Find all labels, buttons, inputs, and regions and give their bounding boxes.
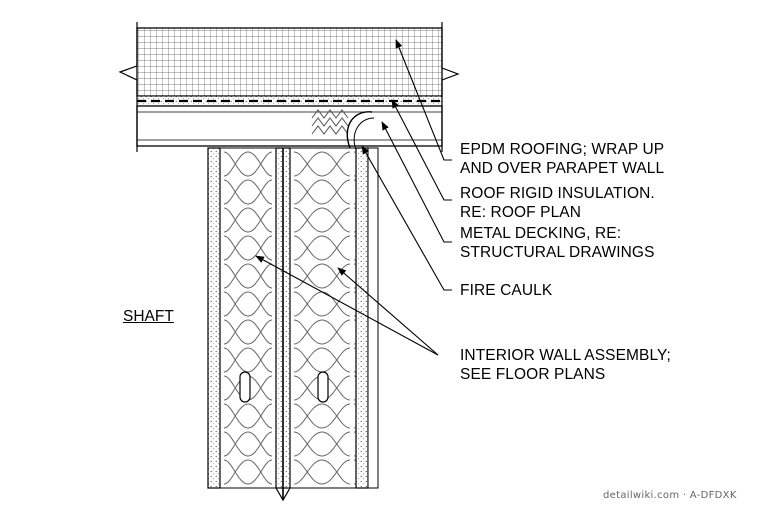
callout-epdm: EPDM ROOFING; WRAP UP AND OVER PARAPET W… <box>460 140 664 178</box>
metal-decking <box>136 105 443 147</box>
callout-insulation-line1: ROOF RIGID INSULATION. <box>460 185 655 202</box>
fire-caulk <box>311 109 375 151</box>
break-line-left <box>118 22 138 152</box>
interior-wall-assembly <box>207 147 379 502</box>
roof-rigid-insulation <box>136 27 443 97</box>
leader-fire-caulk <box>361 145 452 291</box>
callout-epdm-line2: AND OVER PARAPET WALL <box>460 160 665 177</box>
leader-insulation <box>391 99 452 201</box>
callout-insulation-line2: RE: ROOF PLAN <box>460 204 582 221</box>
callout-interior-wall: INTERIOR WALL ASSEMBLY; SEE FLOOR PLANS <box>460 346 671 384</box>
leader-lines <box>255 39 452 356</box>
callout-insulation: ROOF RIGID INSULATION. RE: ROOF PLAN <box>460 184 655 222</box>
leader-epdm <box>395 39 452 161</box>
credit-watermark: detailwiki.com · A-DFDXK <box>603 490 737 501</box>
callout-fire-caulk-line1: FIRE CAULK <box>460 282 553 299</box>
leader-interior-wall-a <box>255 255 439 356</box>
break-line-right <box>441 22 460 152</box>
callout-interior-wall-line1: INTERIOR WALL ASSEMBLY; <box>460 347 671 364</box>
callout-decking-line2: STRUCTURAL DRAWINGS <box>460 244 655 261</box>
callout-interior-wall-line2: SEE FLOOR PLANS <box>460 366 606 383</box>
room-label-shaft: SHAFT <box>123 308 174 325</box>
epdm-membrane <box>136 95 443 107</box>
leader-interior-wall-b <box>337 267 439 356</box>
callout-decking: METAL DECKING, RE: STRUCTURAL DRAWINGS <box>460 224 655 262</box>
callout-epdm-line1: EPDM ROOFING; WRAP UP <box>460 141 665 158</box>
callout-decking-line1: METAL DECKING, RE: <box>460 225 622 242</box>
callout-fire-caulk: FIRE CAULK <box>460 281 552 300</box>
leader-decking <box>381 121 452 243</box>
